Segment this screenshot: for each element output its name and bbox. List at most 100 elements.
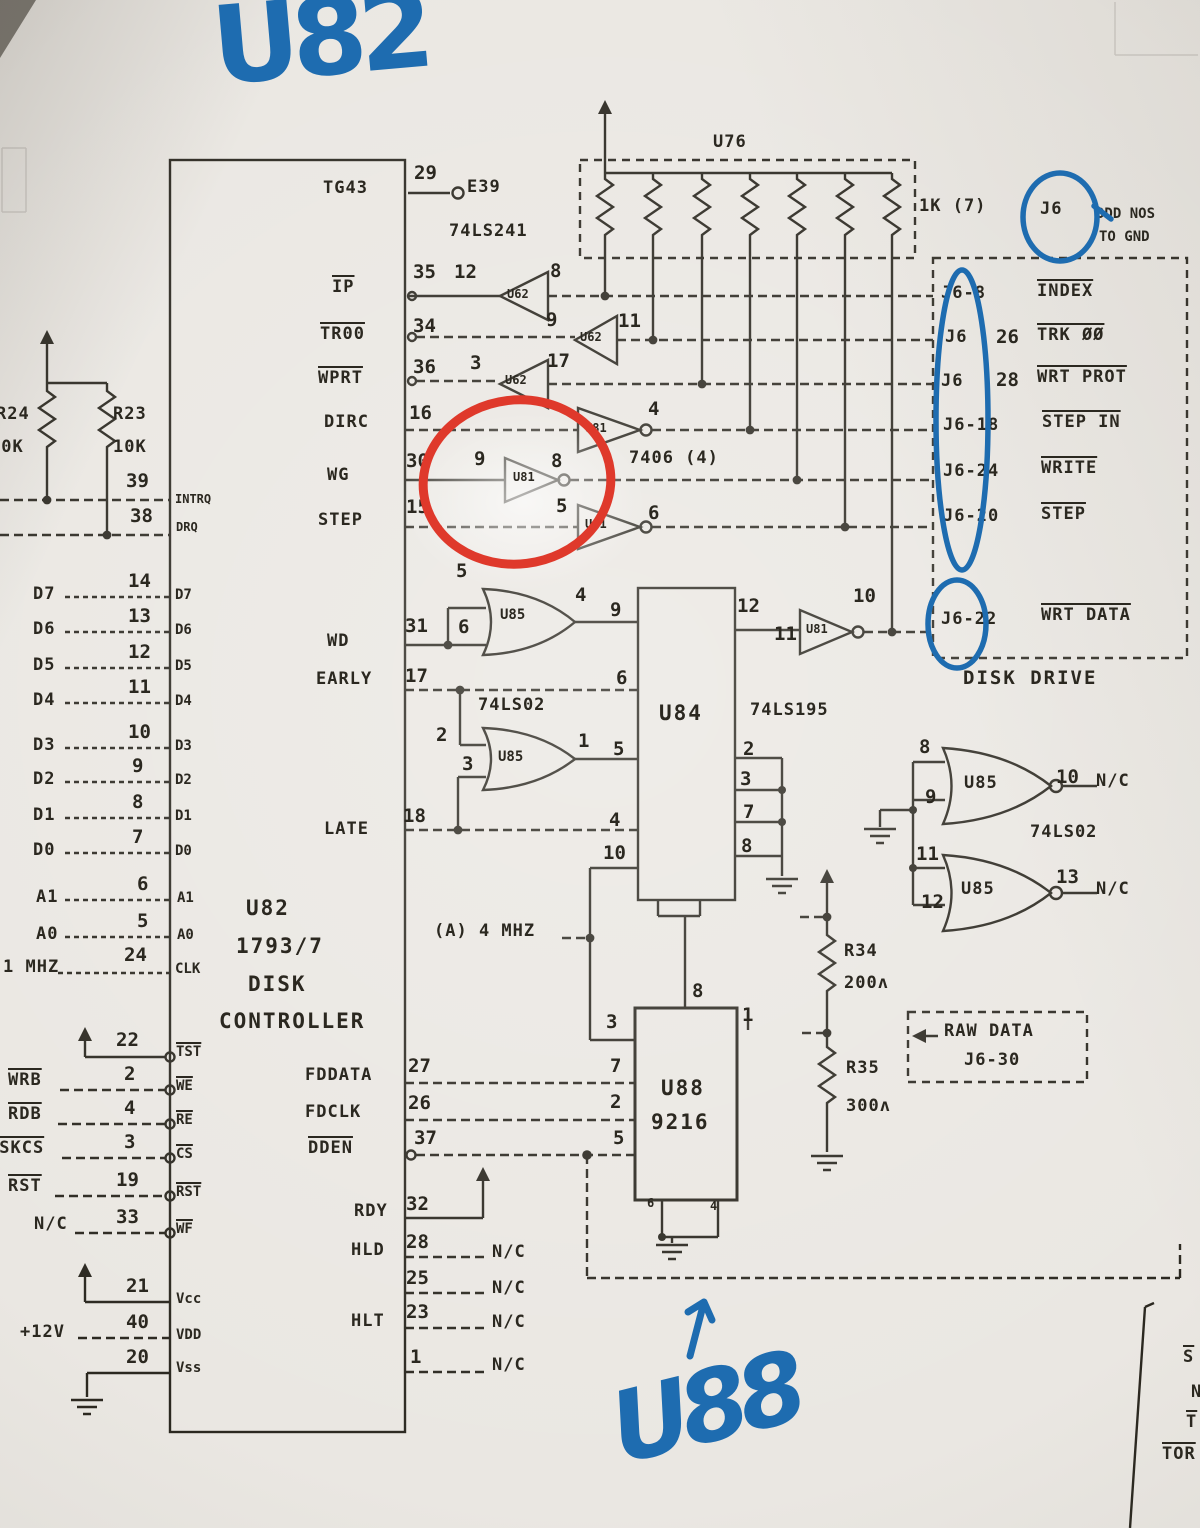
spare-pin-11: 11 <box>916 843 939 865</box>
bus-label-dskcs: DSKCS <box>0 1138 45 1158</box>
ref-u76: U76 <box>713 132 747 152</box>
ref-u85-wd: U85 <box>500 607 526 623</box>
spare-pin-9: 9 <box>925 786 937 808</box>
gate-pin-2a: 2 <box>436 724 448 746</box>
r35-value: 300ʌ <box>846 1096 891 1116</box>
spare-pin-10: 10 <box>1056 766 1079 788</box>
j6-signal-trk00: TRK ØØ <box>1037 325 1105 345</box>
j6-conn-index: J6-8 <box>941 283 986 303</box>
u84-ref: U84 <box>659 701 703 725</box>
pin-number-35: 35 <box>413 261 436 283</box>
u82-pin-label-clk: CLK <box>175 961 201 977</box>
u82-pin-label-wd: WD <box>327 631 350 651</box>
bus-label-d2: D2 <box>33 769 56 789</box>
j6-conn-wrtprot: J6 <box>941 371 964 391</box>
u76-resistor <box>642 173 664 340</box>
bus-label-wrb: WRB <box>8 1070 42 1090</box>
u84-pin-8: 8 <box>741 835 753 857</box>
j6-signal-stepin: STEP IN <box>1042 412 1121 432</box>
u84-pin-3: 3 <box>740 768 752 790</box>
j6-signal-wrtprot: WRT PROT <box>1037 367 1127 387</box>
u82-pin-label-re: RE <box>176 1112 193 1128</box>
u76-resistor <box>834 173 856 527</box>
pin-number-23: 23 <box>406 1301 429 1323</box>
u84-pin-2: 2 <box>743 738 755 760</box>
bleed-through-ghosts <box>1 2 1198 213</box>
pin-number-32: 32 <box>406 1193 429 1215</box>
ref-u62-a: U62 <box>507 287 529 301</box>
pin-number-5: 5 <box>137 910 149 932</box>
u82-pin-label-tr00: TR00 <box>320 324 365 344</box>
u82-title-disk: DISK <box>248 972 307 996</box>
part-74ls241: 74LS241 <box>449 221 528 241</box>
u84-ic-outline <box>636 586 737 902</box>
ref-u62-b: U62 <box>580 330 602 344</box>
pin-number-20: 20 <box>126 1346 149 1368</box>
gate-pin-1a: 1 <box>578 730 590 752</box>
u84-part: 74LS195 <box>750 700 829 720</box>
u82-pin-label-we: WE <box>176 1078 193 1094</box>
bus-label-d5: D5 <box>33 655 56 675</box>
u88-pin-8: 8 <box>692 980 704 1002</box>
supply-12v-label: +12V <box>20 1322 65 1342</box>
pin-number-16: 16 <box>409 402 432 424</box>
gate-pin-17: 17 <box>547 350 570 372</box>
j6-conn-wrtdata: J6-22 <box>941 609 998 629</box>
gate-pin-5a: 5 <box>456 560 468 582</box>
u84-pin-4: 4 <box>609 809 621 831</box>
j6-signal-wrtdata: WRT DATA <box>1041 605 1131 625</box>
u82-pin-label-fddata: FDDATA <box>305 1065 373 1085</box>
u84-pin-5: 5 <box>613 738 625 760</box>
gate-pin-8: 8 <box>550 260 562 282</box>
pin-number-7: 7 <box>132 826 144 848</box>
u84-pin-10: 10 <box>603 842 626 864</box>
u82-pin-label-dden: DDEN <box>308 1138 353 1158</box>
ref-u62-c: U62 <box>505 373 527 387</box>
pin-number-24: 24 <box>124 944 147 966</box>
u82-pin-label-vdd: VDD <box>176 1327 202 1343</box>
u82-pin-label-fdclk: FDCLK <box>305 1102 362 1122</box>
pin-number-19: 19 <box>116 1169 139 1191</box>
pin-number-9: 9 <box>132 755 144 777</box>
r23-resistor <box>96 383 118 535</box>
u82-pin-label-early: EARLY <box>316 669 373 689</box>
gate-pin-11: 11 <box>618 310 641 332</box>
pin-number-40: 40 <box>126 1311 149 1333</box>
bus-label-d7: D7 <box>33 584 56 604</box>
nc-label-4: N/C <box>492 1355 526 1375</box>
pin-number-28: 28 <box>406 1231 429 1253</box>
bus-wires <box>58 595 170 975</box>
part-74ls02-left: 74LS02 <box>478 695 546 715</box>
raw-data-dashed-box <box>906 1010 1089 1084</box>
raw-data-conn: J6-30 <box>964 1050 1021 1070</box>
gate-pin-8b: 8 <box>551 450 563 472</box>
gate-pin-3a: 3 <box>462 753 474 775</box>
pin-number-27: 27 <box>408 1055 431 1077</box>
scan-corner-mark <box>0 0 36 58</box>
pin-number-31: 31 <box>405 615 428 637</box>
u88-pin-4: 4 <box>710 1199 718 1213</box>
u82-pin-label-wg: WG <box>327 465 350 485</box>
ref-u81-a: U81 <box>585 421 607 435</box>
bus-label-rdb: RDB <box>8 1104 42 1124</box>
gate-pin-6a: 6 <box>458 616 470 638</box>
u76-resistor <box>786 173 808 480</box>
note-odd-nos: ODD NOS <box>1096 206 1156 222</box>
edge-text-1: S <box>1183 1347 1195 1367</box>
u82-pin-label-hld: HLD <box>351 1240 385 1260</box>
pin-number-39: 39 <box>126 470 149 492</box>
u82-pin-label-tg43: TG43 <box>323 178 368 198</box>
u88-pin-5: 5 <box>613 1127 625 1149</box>
pin-number-37: 37 <box>414 1127 437 1149</box>
pin-number-34: 34 <box>413 315 436 337</box>
pin-number-3: 3 <box>124 1131 136 1153</box>
bus-label-d3: D3 <box>33 735 56 755</box>
u85-gate-wd <box>481 587 577 657</box>
u82-pin-label-cs: CS <box>176 1146 193 1162</box>
bus-label-nc: N/C <box>34 1214 68 1234</box>
spare-pin-8: 8 <box>919 736 931 758</box>
pin-number-22: 22 <box>116 1029 139 1051</box>
edge-text-4: TOR <box>1162 1444 1196 1464</box>
spare-nc-1: N/C <box>1096 771 1130 791</box>
